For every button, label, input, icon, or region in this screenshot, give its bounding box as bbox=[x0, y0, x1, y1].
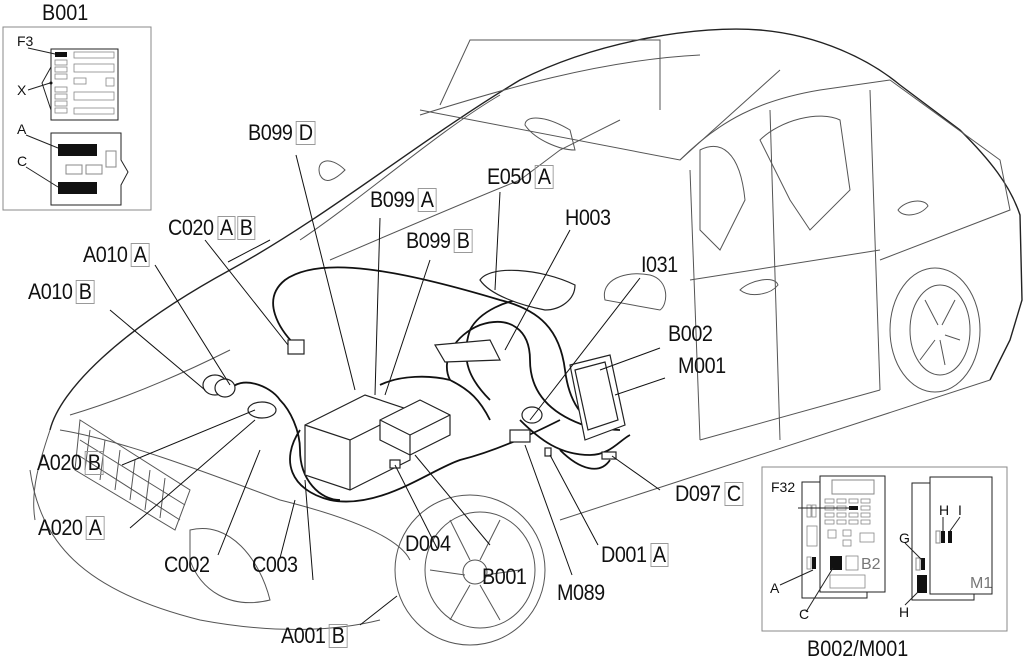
inset-b001-title: B001 bbox=[42, 0, 89, 25]
inset-b001-label-x: X bbox=[17, 82, 27, 98]
callout-code: B002 bbox=[668, 321, 713, 346]
callout-code: C002 bbox=[164, 552, 210, 577]
connector-badge: A bbox=[217, 216, 236, 240]
callout-c003: C003 bbox=[252, 553, 298, 577]
callout-d004: D004 bbox=[405, 532, 451, 556]
inset-b001-label-a: A bbox=[17, 121, 27, 137]
callout-m001: M001 bbox=[678, 354, 726, 378]
inset-b002-m001-title: B002/M001 bbox=[807, 636, 909, 661]
callout-code: I031 bbox=[641, 252, 678, 277]
callout-code: H003 bbox=[565, 205, 611, 230]
callout-code: A020 bbox=[37, 450, 82, 475]
connector-badge: B bbox=[237, 216, 256, 240]
callout-code: M001 bbox=[678, 353, 726, 378]
callout-code: B001 bbox=[482, 564, 527, 589]
callout-code: C003 bbox=[252, 552, 298, 577]
inset-b002-label-f32: F32 bbox=[771, 479, 796, 495]
callout-h003: H003 bbox=[565, 206, 611, 230]
connector-badge: A bbox=[86, 516, 105, 540]
connector-badge: A bbox=[131, 243, 150, 267]
connector-badge: D bbox=[296, 121, 316, 145]
inset-m001-label-i: I bbox=[958, 502, 962, 518]
inset-m001-label-m1: M1 bbox=[970, 575, 993, 592]
connector-badge: B bbox=[329, 624, 348, 648]
inset-b001-frame bbox=[2, 26, 152, 211]
callout-code: D001 bbox=[601, 542, 647, 567]
connector-badge: B bbox=[454, 229, 473, 253]
callout-code: A010 bbox=[28, 279, 73, 304]
callout-code: E050 bbox=[487, 164, 532, 189]
connector-badge: A bbox=[650, 543, 669, 567]
inset-b002-label-a: A bbox=[770, 580, 780, 596]
inset-b002-label-c: C bbox=[799, 606, 810, 622]
callout-b002: B002 bbox=[668, 321, 713, 346]
callout-i031: I031 bbox=[641, 253, 678, 277]
connector-badge: A bbox=[535, 165, 554, 189]
inset-b001-label-c: C bbox=[17, 153, 28, 169]
callout-code: A020 bbox=[38, 515, 83, 540]
callout-code: D097 bbox=[675, 481, 721, 506]
inset-b002-m001-frame bbox=[761, 466, 1008, 632]
connector-badge: B bbox=[76, 280, 95, 304]
inset-m001-label-g: G bbox=[899, 530, 910, 546]
connector-badge: B bbox=[85, 451, 104, 475]
inset-m001-label-h-top: H bbox=[939, 502, 950, 518]
callout-c002: C002 bbox=[164, 553, 210, 577]
callout-code: B099 bbox=[248, 120, 293, 145]
connector-badge: A bbox=[418, 188, 437, 212]
callout-code: B099 bbox=[370, 187, 415, 212]
callout-code: A010 bbox=[83, 242, 128, 267]
inset-m001-label-h-bottom: H bbox=[899, 604, 910, 620]
connector-badge: C bbox=[724, 482, 744, 506]
callout-code: B099 bbox=[406, 228, 451, 253]
inset-b001-label-f3: F3 bbox=[17, 33, 34, 49]
callout-code: C020 bbox=[168, 215, 214, 240]
inset-b002-label-b2: B2 bbox=[861, 556, 881, 573]
callout-code: D004 bbox=[405, 531, 451, 556]
callout-b001: B001 bbox=[482, 564, 527, 589]
callout-code: M089 bbox=[557, 580, 605, 605]
callout-m089: M089 bbox=[557, 581, 605, 605]
callout-code: A001 bbox=[281, 623, 326, 648]
